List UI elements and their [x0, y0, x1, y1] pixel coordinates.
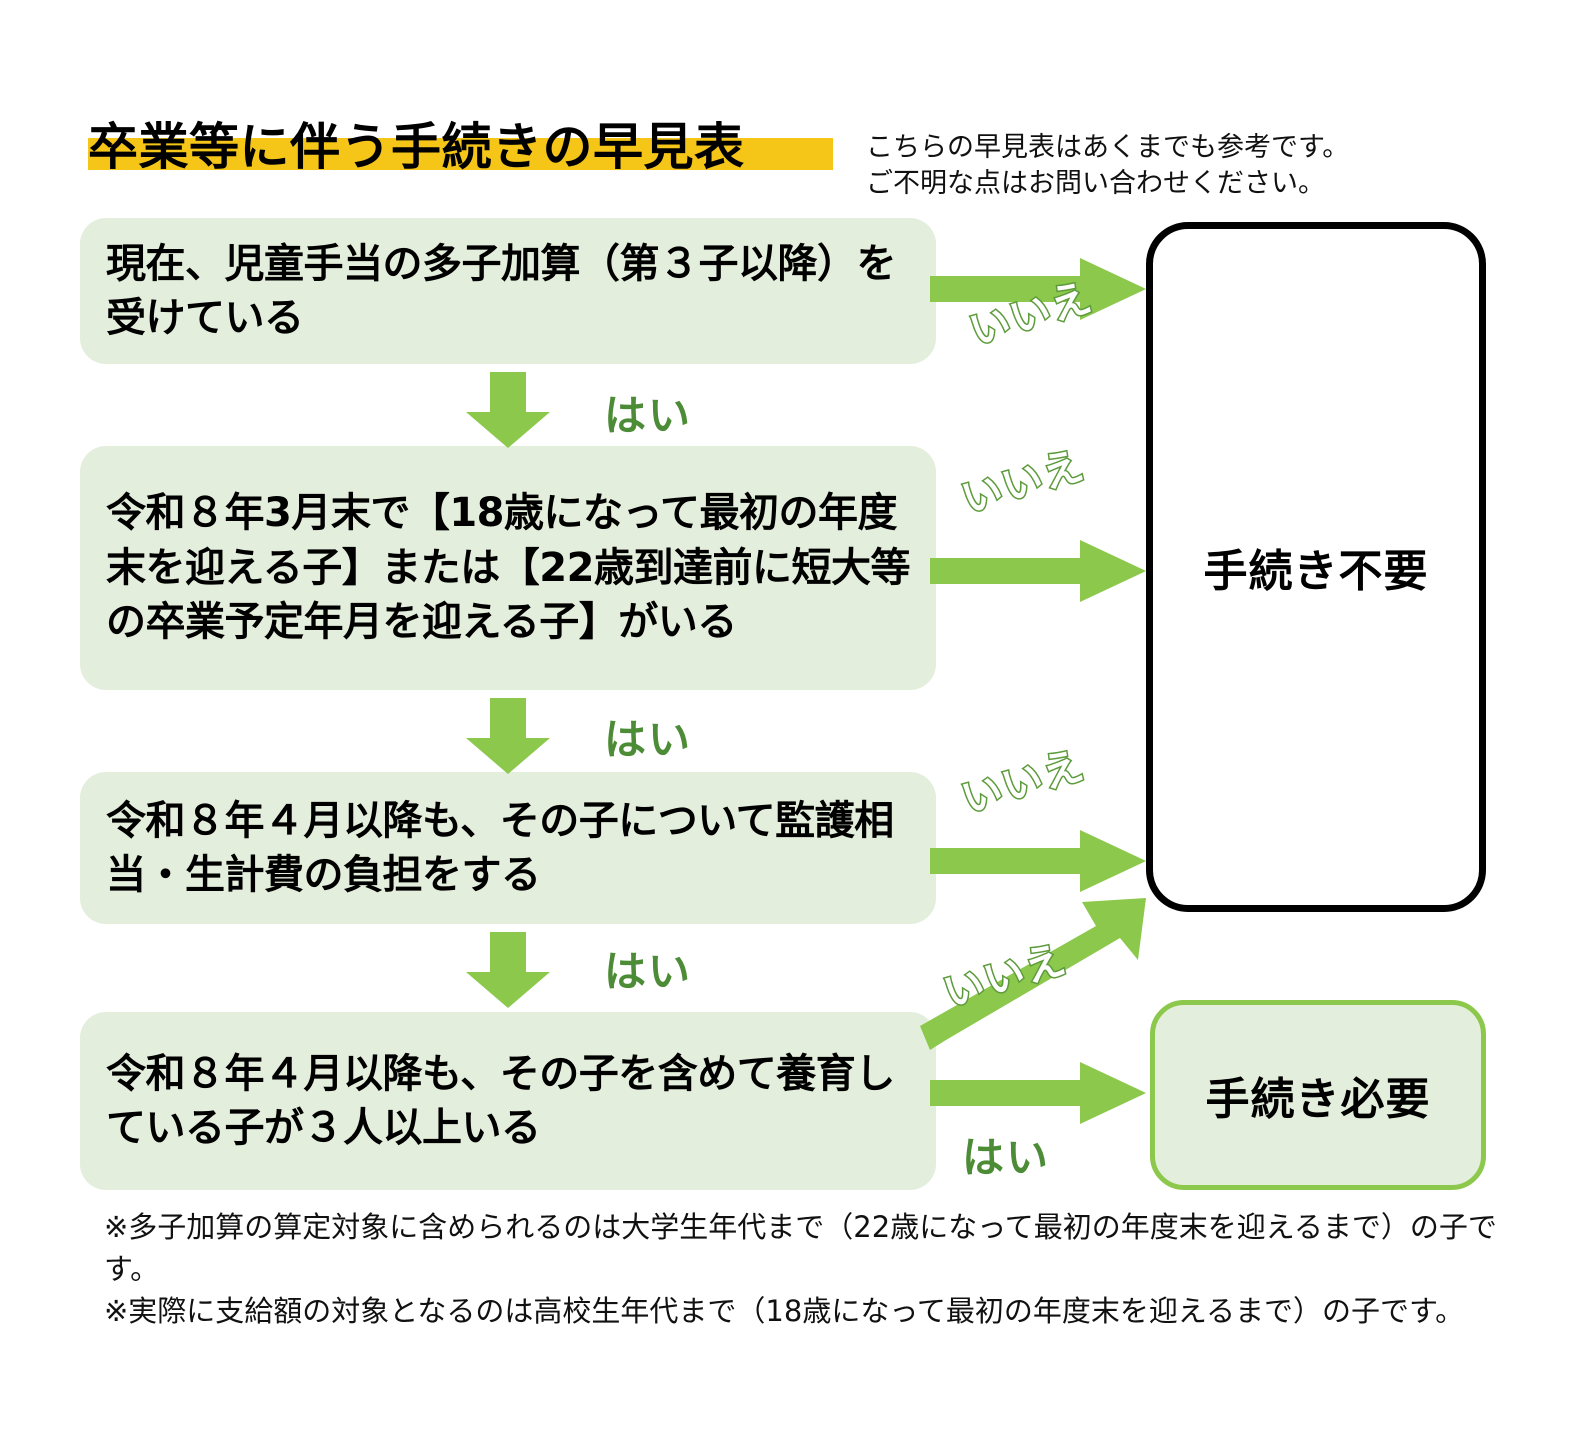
result-box-not-required[interactable]: 手続き不要 — [1146, 222, 1486, 912]
edge-label-q4-yes: はい — [962, 1133, 1051, 1182]
question-2-text: 令和８年3月末で【18歳になって最初の年度末を迎える子】または【22歳到達前に短… — [106, 490, 910, 646]
title-highlight-band — [88, 138, 833, 170]
question-3-text: 令和８年４月以降も、その子について監護相当・生計費の負担をする — [106, 797, 894, 898]
result-required-text: 手続き必要 — [1205, 1074, 1431, 1125]
edge-label-q2-no: いいえ — [955, 440, 1092, 524]
question-1-text: 現在、児童手当の多子加算（第３子以降）を受けている — [106, 240, 897, 341]
edge-label-q3-yes: はい — [604, 947, 693, 996]
arrow-q3-no-right — [930, 830, 1146, 892]
edge-label-q3-no: いいえ — [955, 740, 1092, 824]
question-box-3[interactable]: 令和８年４月以降も、その子について監護相当・生計費の負担をする — [80, 772, 936, 924]
arrow-q3-yes-down — [466, 932, 550, 1008]
question-4-text: 令和８年４月以降も、その子を含めて養育している子が３人以上いる — [106, 1050, 895, 1151]
subtitle: こちらの早見表はあくまでも参考です。 ご不明な点はお問い合わせください。 — [866, 130, 1349, 203]
footnote-2: ※実際に支給額の対象となるのは高校生年代まで（18歳になって最初の年度末を迎える… — [104, 1294, 1465, 1329]
arrow-q2-no-right — [930, 540, 1146, 602]
arrow-q1-yes-down — [466, 372, 550, 448]
question-box-4[interactable]: 令和８年４月以降も、その子を含めて養育している子が３人以上いる — [80, 1012, 936, 1190]
subtitle-line-1: こちらの早見表はあくまでも参考です。 — [866, 132, 1350, 163]
edge-label-q2-yes: はい — [604, 715, 693, 764]
footnotes: ※多子加算の算定対象に含められるのは大学生年代まで（22歳になって最初の年度末を… — [104, 1206, 1504, 1332]
arrow-q1-no-right — [930, 258, 1146, 320]
arrow-q2-yes-down — [466, 698, 550, 774]
question-box-1[interactable]: 現在、児童手当の多子加算（第３子以降）を受けている — [80, 218, 936, 364]
title-text: 卒業等に伴う手続きの早見表 — [88, 118, 745, 176]
result-box-required[interactable]: 手続き必要 — [1150, 1000, 1486, 1190]
subtitle-line-2: ご不明な点はお問い合わせください。 — [866, 168, 1325, 200]
result-not-required-text: 手続き不要 — [1203, 546, 1429, 597]
edge-label-q1-yes: はい — [604, 391, 693, 440]
page-title: 卒業等に伴う手続きの早見表 — [88, 112, 833, 182]
footnote-1: ※多子加算の算定対象に含められるのは大学生年代まで（22歳になって最初の年度末を… — [104, 1210, 1497, 1287]
question-box-2[interactable]: 令和８年3月末で【18歳になって最初の年度末を迎える子】または【22歳到達前に短… — [80, 446, 936, 690]
arrow-q4-yes-right — [930, 1062, 1146, 1124]
arrow-q4-no-diagonal — [920, 898, 1146, 1050]
